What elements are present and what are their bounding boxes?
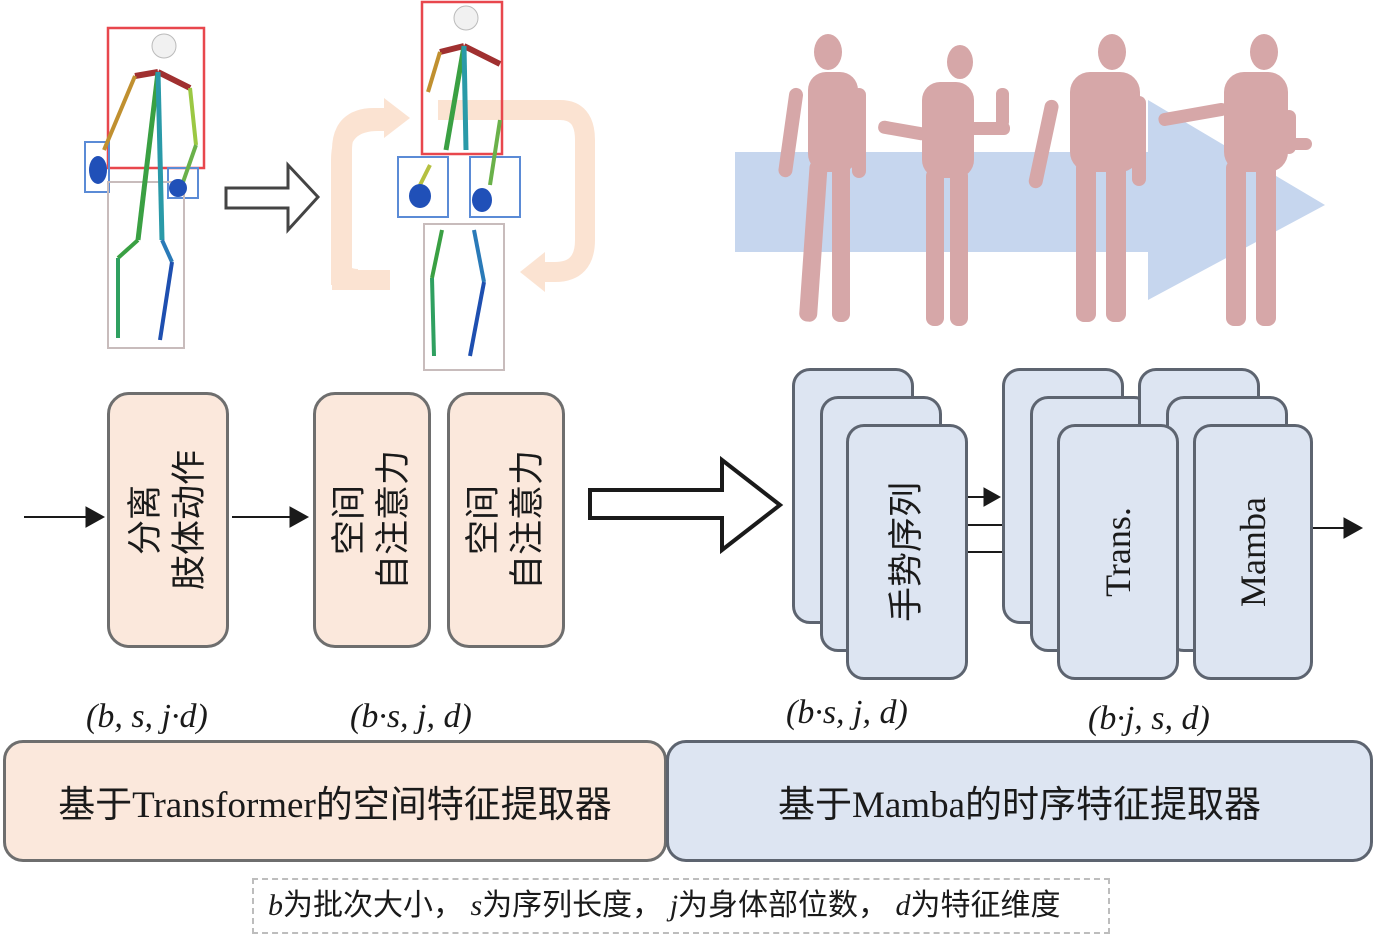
arrow-head-icon [289,506,310,528]
variable-legend: b为批次大小， s为序列长度， j为身体部位数， d为特征维度 [252,878,1110,934]
human-figure [1158,34,1312,326]
label-line: 肢体动作 [170,449,209,591]
left-hand-box [397,156,449,218]
label-line: 空间 [330,484,369,556]
legend-var: j [669,889,679,922]
arrow-head-icon [983,487,1002,507]
separate-limbs-label: 分离 肢体动作 [124,450,212,590]
human-pose-sequence [778,34,1312,326]
separate-limbs-module: 分离 肢体动作 [107,392,229,648]
skeleton-full [84,26,206,349]
spatial-attention-label: 空间 自注意力 [462,450,550,590]
temporal-extractor-label: 基于Mamba的时序特征提取器 [777,785,1262,826]
arrow-head-icon [85,506,106,528]
gesture-sequence-label: 手势序列 [887,481,926,623]
human-figure [1028,34,1146,322]
dimension-label: (b·j, s, d) [1088,700,1210,737]
mamba-label: Mamba [1233,497,1273,607]
mamba-module: Mamba [1193,424,1313,680]
human-figure [878,45,1010,326]
big-hollow-arrow-icon [588,455,784,555]
hollow-arrow-icon [224,161,321,234]
legend-var: b [268,889,283,922]
temporal-feature-extractor: 基于Mamba的时序特征提取器 [666,740,1373,862]
label-line: 自注意力 [374,449,413,591]
upper-body-box [420,0,504,156]
trans-module: Trans. [1057,424,1179,680]
label-line: 空间 [464,484,503,556]
spatial-attention-module-1: 空间 自注意力 [313,392,431,648]
legend-text: 为特征维度 [910,889,1061,922]
cycle-arrow-right [438,100,595,292]
upper-body-box [106,26,206,170]
spatial-feature-extractor: 基于Transformer的空间特征提取器 [3,740,667,862]
spatial-attention-label: 空间 自注意力 [328,450,416,590]
trans-label: Trans. [1098,507,1138,597]
gesture-sequence-module: 手势序列 [846,424,968,680]
spatial-extractor-label: 基于Transformer的空间特征提取器 [58,785,612,826]
left-hand-box [84,141,110,193]
legend-text: 为序列长度， [482,889,663,922]
legend-var: d [895,889,911,922]
time-arrow-icon [735,100,1325,300]
dimension-label: (b·s, j, d) [350,698,472,735]
spatial-attention-module-2: 空间 自注意力 [447,392,565,648]
legend-text: 为批次大小， [283,889,463,922]
cycle-arrow-left [332,98,410,290]
dimension-label: (b·s, j, d) [786,694,908,731]
legend-var: s [470,889,483,922]
lower-body-box [423,223,505,371]
label-line: 分离 [126,484,165,556]
human-figure [778,34,866,322]
legend-text: 为身体部位数， [678,889,889,922]
dimension-label: (b, s, j·d) [86,698,208,735]
label-line: 自注意力 [508,449,547,591]
arrow-head-icon [1343,517,1364,539]
skeleton-partitioned [397,0,521,371]
